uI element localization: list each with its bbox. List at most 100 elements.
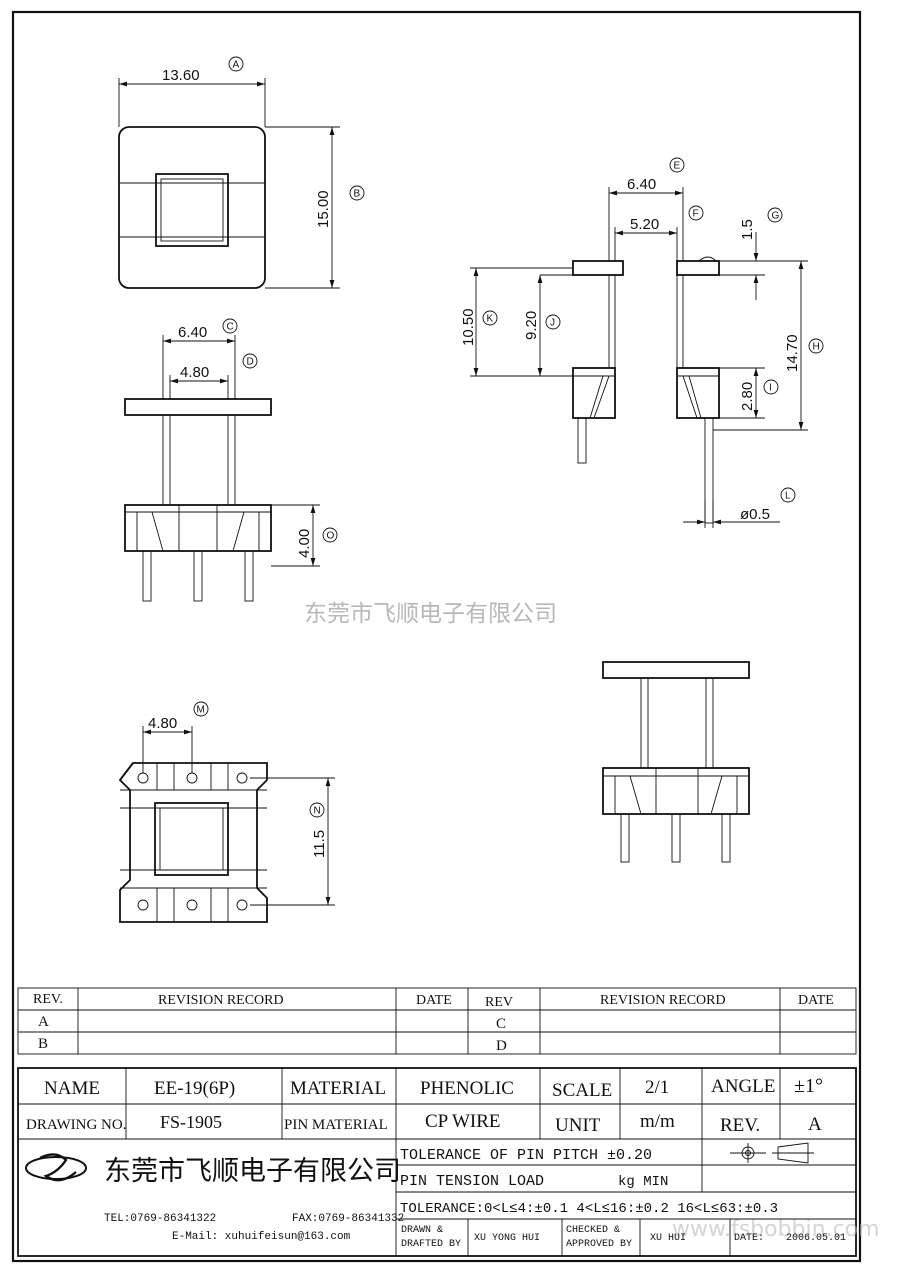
dim-k-value: 10.50	[460, 308, 477, 346]
dim-b-value: 15.00	[315, 190, 332, 228]
record-header-right: REVISION RECORD	[600, 993, 726, 1008]
rev-row-b: B	[38, 1036, 48, 1052]
checked-label-1: CHECKED &	[566, 1225, 620, 1236]
callout-k-label: K	[487, 314, 494, 325]
date-value: 2006.05.01	[786, 1233, 846, 1244]
pin-material-label: PIN MATERIAL	[284, 1117, 388, 1133]
dim-h-value: 14.70	[784, 334, 801, 372]
callout-b	[349, 185, 365, 201]
callout-f	[688, 205, 704, 221]
rev-header-left: REV.	[33, 992, 63, 1007]
callout-o	[322, 527, 338, 543]
rev-row-a: A	[38, 1014, 49, 1030]
record-header-left: REVISION RECORD	[158, 993, 284, 1008]
callout-f-label: F	[693, 209, 699, 220]
angle-value: ±1°	[794, 1075, 823, 1097]
unit-label: UNIT	[555, 1115, 601, 1136]
drawing-no-label: DRAWING NO.	[26, 1117, 126, 1133]
outer-border	[11, 10, 862, 1263]
dim-a-value: 13.60	[162, 67, 200, 84]
dim-m-value: 4.80	[148, 715, 177, 732]
projection-symbol	[730, 1142, 814, 1164]
rev-row-c: C	[496, 1016, 506, 1032]
company-tel: TEL:0769-86341322	[104, 1213, 216, 1225]
company-logo	[25, 1153, 87, 1182]
rev-row-d: D	[496, 1038, 507, 1054]
callout-l-label: L	[785, 491, 791, 502]
scale-value: 2/1	[645, 1077, 669, 1098]
dim-d-value: 4.80	[180, 364, 209, 381]
callout-a	[228, 56, 244, 72]
scale-label: SCALE	[552, 1080, 612, 1101]
dim-n-value: 11.5	[311, 830, 328, 858]
company-fax: FAX:0769-86341332	[292, 1213, 404, 1225]
material-value: PHENOLIC	[420, 1078, 514, 1099]
rev-value: A	[808, 1114, 822, 1135]
revision-table	[17, 987, 857, 1055]
callout-c	[222, 318, 238, 334]
center-watermark: 东莞市飞顺电子有限公司	[304, 601, 557, 627]
dim-l-value: ø0.5	[740, 506, 770, 523]
callout-m-label: M	[197, 705, 205, 716]
name-value: EE-19(6P)	[154, 1078, 235, 1099]
company-email: E-Mail: xuhuifeisun@163.com	[172, 1231, 351, 1243]
callout-g-label: G	[772, 211, 780, 222]
callout-n	[309, 802, 325, 818]
callout-l	[780, 487, 796, 503]
front-view: 6.40 C 4.80 D 4.00 O	[124, 318, 338, 602]
unit-value: m/m	[640, 1111, 675, 1132]
drawn-value: XU YONG HUI	[474, 1233, 540, 1244]
checked-label-2: APPROVED BY	[566, 1239, 632, 1250]
callout-h-label: H	[813, 342, 820, 353]
callout-j-label: J	[550, 318, 555, 329]
callout-g	[767, 207, 783, 223]
drawing-no-value: FS-1905	[160, 1112, 222, 1132]
bottom-view: 4.80 M 11.5 N	[118, 701, 335, 923]
title-block-grid	[18, 1068, 856, 1256]
dim-f-value: 5.20	[630, 216, 659, 233]
rear-view	[602, 661, 750, 863]
dim-e-value: 6.40	[627, 176, 656, 193]
pin-material-value: CP WIRE	[425, 1111, 500, 1132]
rev-label: REV.	[720, 1115, 760, 1136]
name-label: NAME	[44, 1078, 100, 1099]
drawn-label-2: DRAFTED BY	[401, 1239, 461, 1250]
checked-value: XU HUI	[650, 1233, 686, 1244]
side-view: 6.40 E 5.20 F 1.5 G 10.50 K 9.20 J 14.70	[460, 157, 824, 528]
callout-h	[808, 338, 824, 354]
callout-j	[545, 314, 561, 330]
callout-o-label: O	[327, 531, 335, 542]
callout-k	[482, 310, 498, 326]
callout-e-label: E	[674, 161, 681, 172]
callout-a-label: A	[233, 60, 240, 71]
top-view: 13.60 A 15.00 B	[118, 56, 365, 289]
dim-c-value: 6.40	[178, 324, 207, 341]
dim-o-value: 4.00	[296, 529, 313, 558]
callout-i	[763, 379, 779, 395]
pin-pitch-tolerance: TOLERANCE OF PIN PITCH ±0.20	[400, 1147, 652, 1164]
dim-g-value: 1.5	[739, 219, 756, 240]
callout-i-label: I	[769, 383, 772, 394]
material-label: MATERIAL	[290, 1078, 386, 1099]
callout-c-label: C	[227, 322, 234, 333]
rev-header-right: REV	[485, 995, 513, 1010]
title-block-border	[17, 1067, 857, 1257]
callout-b-label: B	[354, 189, 361, 200]
callout-n-label: N	[314, 806, 321, 817]
angle-label: ANGLE	[711, 1076, 775, 1097]
callout-e	[669, 157, 685, 173]
callout-m	[193, 701, 209, 717]
pin-tension-unit: kg MIN	[618, 1174, 668, 1190]
pin-tension-label: PIN TENSION LOAD	[400, 1173, 544, 1190]
callout-d	[242, 353, 258, 369]
dim-j-value: 9.20	[523, 311, 540, 340]
date-header-right: DATE	[798, 993, 834, 1008]
company-name: 东莞市飞顺电子有限公司	[104, 1156, 401, 1187]
drawn-label-1: DRAWN &	[401, 1225, 443, 1236]
date-header-left: DATE	[416, 993, 452, 1008]
general-tolerance: TOLERANCE:0<L≤4:±0.1 4<L≤16:±0.2 16<L≤63…	[400, 1201, 778, 1217]
corner-watermark: www.fsbobbin.com	[672, 1217, 880, 1242]
callout-d-label: D	[247, 357, 254, 368]
dim-i-value: 2.80	[739, 382, 756, 411]
